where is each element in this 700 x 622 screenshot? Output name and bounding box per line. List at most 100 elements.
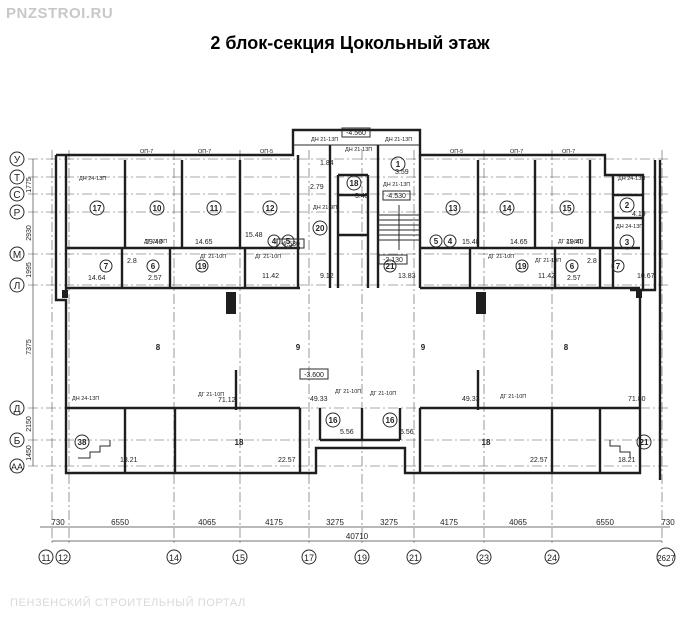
room-area: 11.42: [262, 273, 279, 280]
room-area: 18.21: [618, 457, 636, 464]
window-mark: ОП-7: [510, 149, 523, 155]
room-number: 20: [316, 224, 325, 233]
window-mark: ОП-5: [260, 149, 273, 155]
room-number: 21: [640, 438, 649, 447]
room-area: 11.42: [538, 273, 555, 280]
page-title: 2 блок-секция Цокольный этаж: [210, 33, 490, 53]
axis-col-21: 21: [409, 553, 419, 563]
row-dim-4: 7375: [26, 339, 33, 355]
room-number: 12: [266, 204, 275, 213]
axis-row-b: Б: [14, 436, 21, 447]
room-area: 13.83: [398, 273, 416, 280]
room-number: 9: [296, 343, 301, 352]
room-area: 14.64: [88, 275, 106, 282]
axis-col-12: 12: [58, 553, 68, 563]
room-area: 71.12: [218, 397, 236, 404]
col-dim-3: 4065: [198, 518, 216, 527]
room-area: 5.56: [340, 429, 354, 436]
axis-col-14: 14: [169, 553, 179, 563]
room-number: 1: [396, 160, 401, 169]
room-number: 16: [386, 416, 395, 425]
room-area: 71.80: [628, 396, 646, 403]
door-mark: ДН 21-13П: [383, 182, 410, 188]
door-mark: ДН 24-13П: [618, 176, 645, 182]
level-main: -3.600: [304, 372, 324, 379]
site-watermark: PNZSTROI.RU: [6, 5, 114, 22]
col-dim-10: 730: [661, 518, 675, 527]
room-area: 10.67: [637, 273, 655, 280]
window-mark: ОП-5: [450, 149, 463, 155]
row-dim-6: 1450: [26, 445, 33, 461]
row-dim-3: 1995: [26, 262, 33, 278]
door-mark: ДН 21-13П: [311, 137, 338, 143]
axis-col-15: 15: [235, 553, 245, 563]
door-mark: ДГ 21-8П: [558, 239, 581, 245]
axis-row-aa: АА: [11, 462, 23, 472]
room-area: 3.59: [395, 169, 409, 176]
room-area: 2.57: [567, 275, 581, 282]
room-number: 2: [625, 201, 630, 210]
room-area: 18.21: [120, 457, 138, 464]
room-area: 19.40: [566, 239, 584, 246]
room-area: 49.33: [310, 396, 328, 403]
staircase: [378, 205, 420, 250]
col-dim-8: 4065: [509, 518, 527, 527]
room-area: 9.12: [320, 273, 334, 280]
axis-col-17: 17: [304, 553, 314, 563]
axis-col-11: 11: [41, 553, 50, 563]
window-mark: ОП-7: [140, 149, 153, 155]
door-marks: ДН 21-13П ДН 21-13П ДН 21-13П ДН 21-13П …: [72, 137, 645, 402]
row-dim-5: 2150: [26, 416, 33, 432]
room-number: 4: [448, 237, 453, 246]
room-number: 14: [503, 204, 512, 213]
room-number: 7: [104, 262, 109, 271]
col-dim-4: 4175: [265, 518, 283, 527]
row-axis-labels: У Т С Р М Л Д Б АА: [9, 151, 25, 474]
axis-row-s: С: [13, 190, 20, 201]
room-number: 10: [153, 204, 162, 213]
room-area: 15.48: [245, 232, 263, 239]
door-mark: ДН 24-13П: [79, 176, 106, 182]
door-mark: ДГ 21-10П: [488, 254, 514, 260]
door-mark: ДГ 21-10П: [535, 258, 561, 264]
level-stair: -4.560: [346, 130, 366, 137]
axis-row-m: М: [13, 250, 21, 261]
room-area: 49.33: [462, 396, 480, 403]
door-mark: ДН 21-13П: [385, 137, 412, 143]
door-mark: ДГ 21-10П: [500, 394, 526, 400]
walls: [54, 128, 662, 480]
col-dim-9: 6550: [596, 518, 614, 527]
axis-row-l: Л: [14, 281, 21, 292]
column-dimensions: 730 6550 4065 4175 3275 3275 4175 4065 6…: [40, 518, 675, 542]
room-area: 5.56: [400, 429, 414, 436]
axis-row-r: Р: [14, 208, 21, 219]
room-number: 19: [198, 262, 207, 271]
col-dim-1: 730: [51, 518, 65, 527]
axis-col-24: 24: [547, 553, 557, 563]
door-mark: ДГ 21-10П: [198, 392, 224, 398]
room-number: 6: [570, 262, 575, 271]
room-area: 4.19: [632, 211, 646, 218]
room-area: 2.8: [587, 258, 597, 265]
col-dim-7: 4175: [440, 518, 458, 527]
room-number: 38: [78, 438, 87, 447]
axis-row-d: Д: [14, 404, 21, 415]
room-number: 16: [329, 416, 338, 425]
axis-col-19: 19: [357, 553, 367, 563]
room-number: 13: [449, 204, 458, 213]
room-area: 2.8: [127, 258, 137, 265]
portal-watermark: ПЕНЗЕНСКИЙ СТРОИТЕЛЬНЫЙ ПОРТАЛ: [10, 597, 246, 609]
room-area: 19.40: [145, 239, 163, 246]
column-axis-labels: 11 12 14 15 17 19 21 23 24 2627: [38, 547, 676, 567]
axis-col-23: 23: [479, 553, 489, 563]
room-number: 17: [93, 204, 102, 213]
room-number: 7: [616, 262, 621, 271]
row-dim-2: 2930: [26, 225, 33, 241]
room-area: 22.57: [530, 457, 548, 464]
room-number: 8: [564, 343, 569, 352]
room-number: 21: [386, 262, 395, 271]
room-numbers: 17 10 11 12 20 18 1 13 14 15 2 3 7 6 19 …: [74, 156, 652, 450]
col-dim-5: 3275: [326, 518, 344, 527]
total-dimension: 40710: [346, 532, 369, 541]
